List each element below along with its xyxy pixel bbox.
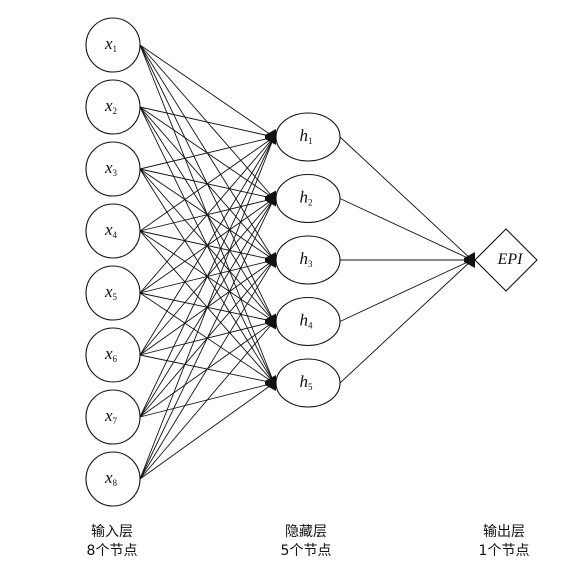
edge-input-7-hidden-1 (139, 136, 275, 418)
hidden-node-2 (275, 173, 341, 224)
input-node-6-label-var: x (104, 344, 113, 363)
hidden-node-4-label-var: h (300, 310, 309, 329)
input-node-1-label-subscript: 1 (113, 44, 118, 54)
input-node-5 (85, 265, 141, 321)
hidden-layer-count: 5个节点 (280, 543, 332, 559)
hidden-node-2-label-var: h (300, 187, 309, 206)
input-node-2-label-subscript: 2 (113, 106, 118, 116)
input-layer-caption: 输入层 8个节点 (52, 523, 172, 561)
input-node-3-label-var: x (104, 158, 113, 177)
edge-input-4-hidden-1 (139, 136, 275, 232)
input-node-5-label-var: x (104, 282, 113, 301)
input-node-1 (85, 17, 141, 73)
input-node-3-label: x3 (104, 158, 118, 178)
hidden-node-1-label: h1 (300, 126, 313, 146)
hidden-node-3-label-subscript: 3 (308, 259, 313, 269)
edge-input-3-hidden-1 (139, 136, 275, 170)
edge-input-8-hidden-1 (139, 136, 275, 480)
input-node-2-label: x2 (104, 96, 117, 116)
hidden-node-3-label-var: h (300, 249, 309, 268)
edge-input-2-hidden-1 (139, 106, 275, 138)
input-node-5-label: x5 (104, 282, 118, 302)
input-node-8-label-subscript: 8 (113, 478, 118, 488)
hidden-node-5-label-var: h (300, 372, 309, 391)
arrowhead-hidden-4 (265, 313, 276, 330)
edge-hidden-5-output (339, 259, 473, 384)
edge-hidden-1-output (339, 136, 473, 261)
hidden-node-1-label-var: h (300, 126, 309, 145)
edge-input-6-hidden-1 (139, 136, 275, 356)
input-node-8-label-var: x (104, 468, 113, 487)
input-node-2-label-var: x (104, 96, 113, 115)
edge-input-8-hidden-5 (139, 382, 275, 480)
hidden-layer-title: 隐藏层 (285, 524, 327, 540)
hidden-node-5-label-subscript: 5 (308, 382, 313, 392)
input-node-6-label: x6 (104, 344, 118, 364)
hidden-node-2-label: h2 (300, 187, 313, 207)
input-node-8-label: x8 (104, 468, 118, 488)
hidden-layer-caption: 隐藏层 5个节点 (246, 523, 366, 561)
arrowhead-hidden-1 (265, 129, 276, 145)
edge-input-1-hidden-1 (139, 44, 275, 138)
input-node-4-label-var: x (104, 220, 113, 239)
edge-input-8-hidden-2 (139, 198, 275, 480)
hidden-node-2-label-subscript: 2 (308, 198, 313, 208)
input-node-1-label-var: x (104, 34, 113, 53)
arrowhead-hidden-3 (265, 252, 276, 268)
input-node-3-label-subscript: 3 (113, 168, 118, 178)
input-layer-title: 输入层 (91, 524, 133, 540)
output-layer-title: 输出层 (483, 524, 525, 540)
input-node-7-label-var: x (104, 406, 113, 425)
hidden-node-3-label: h3 (300, 249, 314, 269)
input-node-1-label: x1 (104, 34, 117, 54)
hidden-node-3 (275, 235, 341, 285)
input-layer-count: 8个节点 (86, 543, 138, 559)
edge-hidden-2-output (339, 198, 473, 261)
edge-input-8-hidden-4 (139, 321, 275, 480)
edge-hidden-4-output (339, 259, 473, 322)
hidden-node-5-label: h5 (300, 372, 314, 392)
input-node-4-label: x4 (104, 220, 118, 240)
input-node-4-label-subscript: 4 (113, 230, 118, 240)
hidden-node-4-label-subscript: 4 (308, 321, 313, 331)
output-node-label: EPI (497, 251, 524, 268)
input-node-6-label-subscript: 6 (113, 354, 118, 364)
connection-lines (139, 44, 473, 480)
hidden-node-5 (275, 358, 341, 408)
input-node-8 (85, 451, 141, 507)
input-node-5-label-subscript: 5 (113, 292, 118, 302)
input-node-7-label-subscript: 7 (113, 416, 118, 426)
input-node-3 (85, 141, 141, 197)
edge-input-8-hidden-3 (139, 259, 275, 480)
hidden-node-1 (275, 112, 341, 162)
arrowhead-hidden-2 (265, 190, 276, 207)
output-node (474, 228, 538, 292)
input-node-2 (85, 79, 141, 135)
edge-input-5-hidden-1 (139, 136, 275, 294)
output-node-label-var: EPI (497, 251, 524, 268)
output-layer-count: 1个节点 (478, 543, 530, 559)
input-node-4 (85, 203, 141, 259)
input-node-7-label: x7 (104, 406, 118, 426)
input-node-6 (85, 327, 141, 383)
arrowhead-hidden-5 (265, 375, 276, 391)
input-node-7 (85, 389, 141, 445)
output-layer-caption: 输出层 1个节点 (444, 523, 564, 561)
hidden-node-4 (275, 296, 341, 347)
arrowheads (265, 129, 475, 391)
arrowhead-output (464, 252, 475, 268)
hidden-node-4-label: h4 (300, 310, 314, 330)
hidden-node-1-label-subscript: 1 (308, 136, 313, 146)
